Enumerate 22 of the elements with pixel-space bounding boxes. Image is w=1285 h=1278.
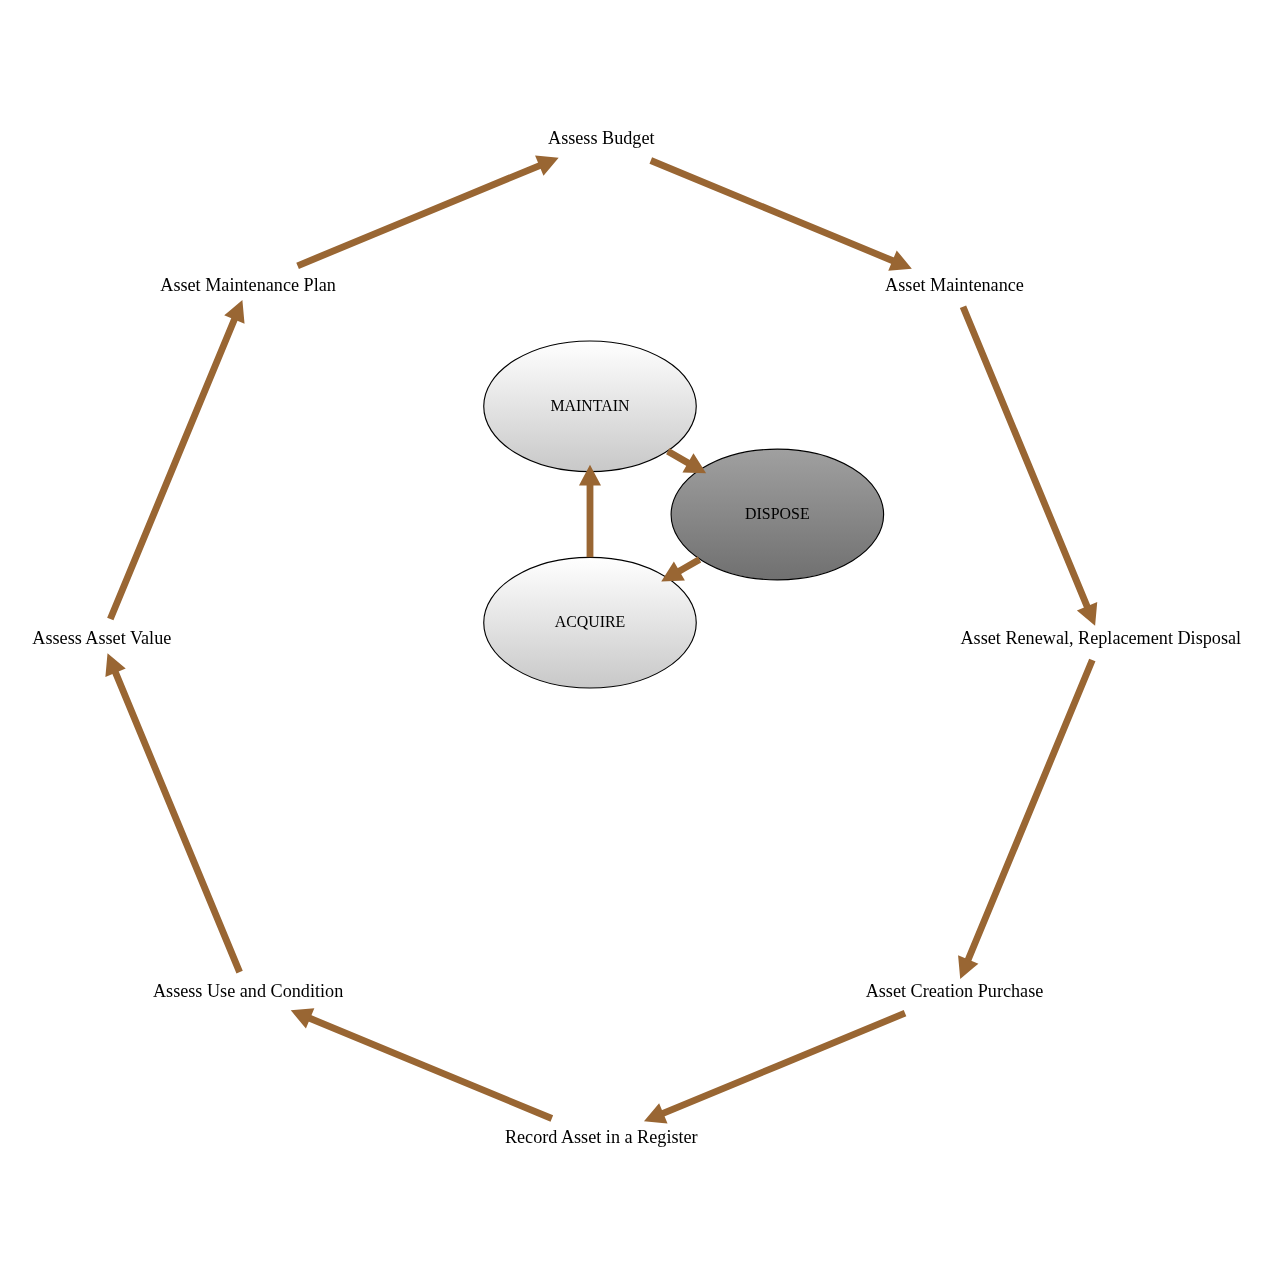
arrow [296,155,559,269]
node-text: Asset Maintenance Plan [160,274,336,295]
node-text: Asset Creation Purchase [865,980,1044,1001]
node-text: Asset Maintenance [885,274,1024,295]
node-ellipse: ACQUIRE [483,556,697,689]
arrow [105,652,243,973]
arrow [958,658,1096,979]
node-text: Assess Asset Value [32,627,172,648]
arrow [643,1009,907,1123]
arrow [661,555,702,582]
node-ellipse: MAINTAIN [483,339,697,472]
arrow [649,156,912,271]
node-text: Assess Budget [548,127,655,148]
arrow [578,464,601,557]
arrow [666,447,707,473]
arrow [959,305,1098,626]
arrow [107,299,245,620]
node-text: Assess Use and Condition [152,980,344,1001]
arrow [290,1007,554,1122]
node-text: Record Asset in a Register [504,1126,698,1147]
node-ellipse: DISPOSE [670,448,885,580]
node-text: Asset Renewal, Replacement Disposal [960,627,1242,648]
